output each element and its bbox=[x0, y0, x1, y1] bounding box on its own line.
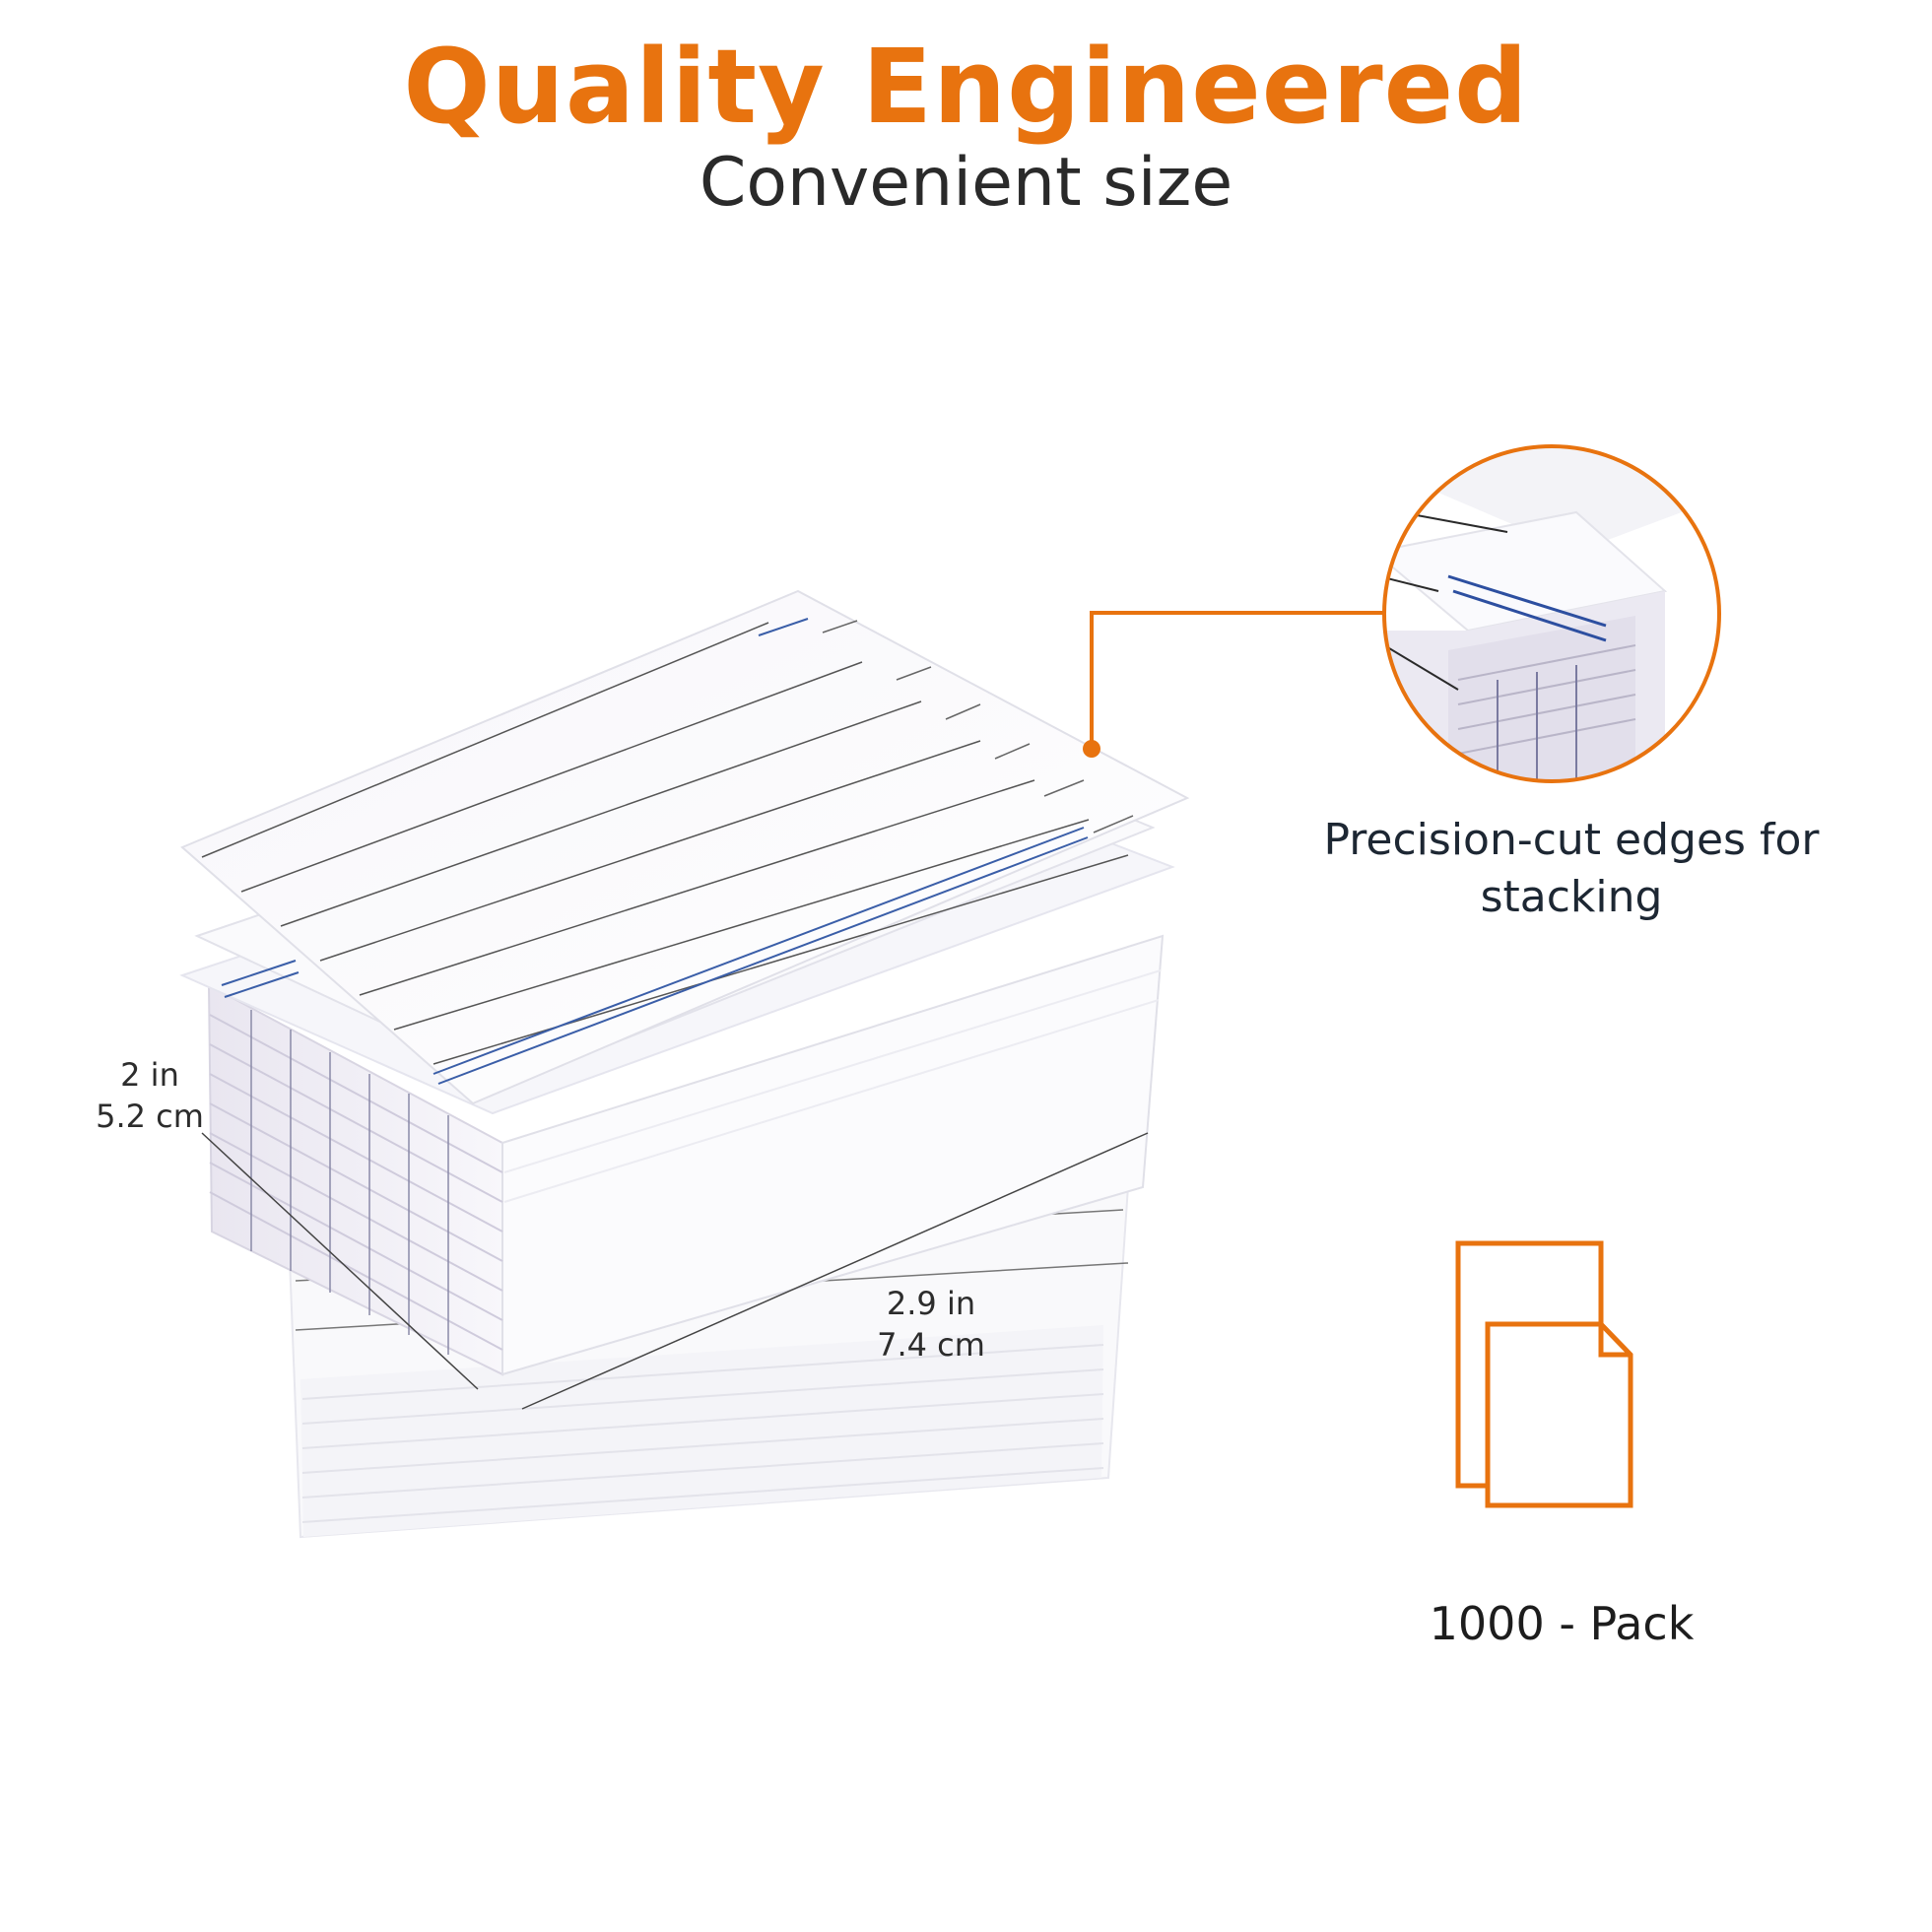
magnifier-callout-icon bbox=[1382, 444, 1721, 783]
edge-caption-line2: stacking bbox=[1480, 872, 1663, 922]
height-dimension-label: 2 in 5.2 cm bbox=[81, 1054, 219, 1137]
edge-feature-caption: Precision-cut edges for stacking bbox=[1266, 812, 1877, 926]
card-stack-upper bbox=[207, 934, 1165, 1376]
headline-subtitle: Convenient size bbox=[699, 144, 1233, 222]
width-inches: 2.9 in bbox=[886, 1285, 976, 1322]
callout-leader bbox=[1083, 611, 1384, 758]
card-fan bbox=[179, 589, 1190, 1115]
width-dimension-label: 2.9 in 7.4 cm bbox=[857, 1283, 1005, 1366]
stacked-documents-icon bbox=[1455, 1240, 1633, 1508]
edge-caption-line1: Precision-cut edges for bbox=[1323, 815, 1820, 865]
dimension-lines bbox=[201, 1132, 1149, 1410]
width-centimeters: 7.4 cm bbox=[877, 1326, 985, 1364]
height-centimeters: 5.2 cm bbox=[96, 1098, 204, 1135]
height-inches: 2 in bbox=[120, 1056, 179, 1094]
pack-count-caption: 1000 - Pack bbox=[1429, 1597, 1695, 1650]
headline-title: Quality Engineered bbox=[403, 27, 1529, 147]
